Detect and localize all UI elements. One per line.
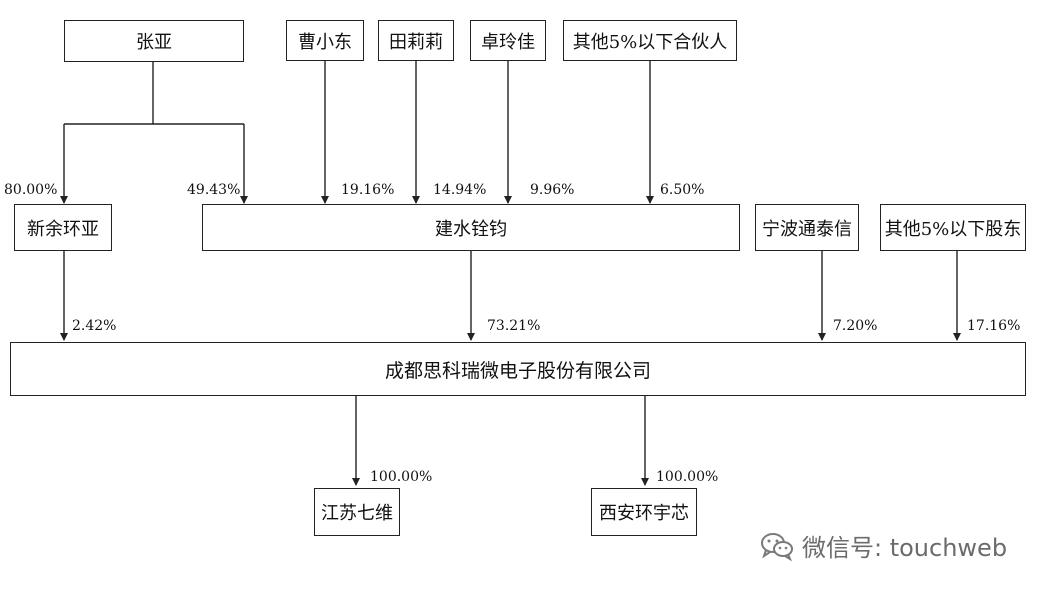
pct-others-jianshui: 6.50% xyxy=(660,182,705,198)
pct-tian-jianshui: 14.94% xyxy=(433,182,487,198)
pct-zhuo-jianshui: 9.96% xyxy=(530,182,575,198)
node-caoxiaodong: 曹小东 xyxy=(286,20,364,61)
wechat-icon xyxy=(761,532,793,561)
node-ningbo: 宁波通泰信 xyxy=(755,204,859,251)
pct-jianshui-company: 73.21% xyxy=(487,318,541,334)
node-company: 成都思科瑞微电子股份有限公司 xyxy=(10,342,1026,396)
node-other-partners: 其他5%以下合伙人 xyxy=(563,20,737,61)
pct-company-xian: 100.00% xyxy=(656,469,719,485)
pct-zhangya-xinyu: 80.00% xyxy=(4,182,58,198)
pct-cao-jianshui: 19.16% xyxy=(341,182,395,198)
pct-othersh-company: 17.16% xyxy=(967,318,1021,334)
node-zhuolingjia: 卓玲佳 xyxy=(470,20,546,61)
node-tianlili: 田莉莉 xyxy=(378,20,454,61)
watermark-text: 微信号: touchweb xyxy=(802,534,1008,562)
node-jiangsu: 江苏七维 xyxy=(314,488,400,536)
node-other-shareholders: 其他5%以下股东 xyxy=(880,204,1026,251)
node-zhangya: 张亚 xyxy=(64,20,244,62)
pct-ningbo-company: 7.20% xyxy=(833,318,878,334)
node-jianshui: 建水铨钧 xyxy=(202,204,740,251)
watermark: 微信号: touchweb xyxy=(760,528,1007,563)
pct-company-jiangsu: 100.00% xyxy=(370,469,433,485)
node-xinyu-huanya: 新余环亚 xyxy=(14,204,112,251)
node-xian: 西安环宇芯 xyxy=(591,488,697,536)
pct-xinyu-company: 2.42% xyxy=(72,318,117,334)
pct-zhangya-jianshui: 49.43% xyxy=(187,182,241,198)
